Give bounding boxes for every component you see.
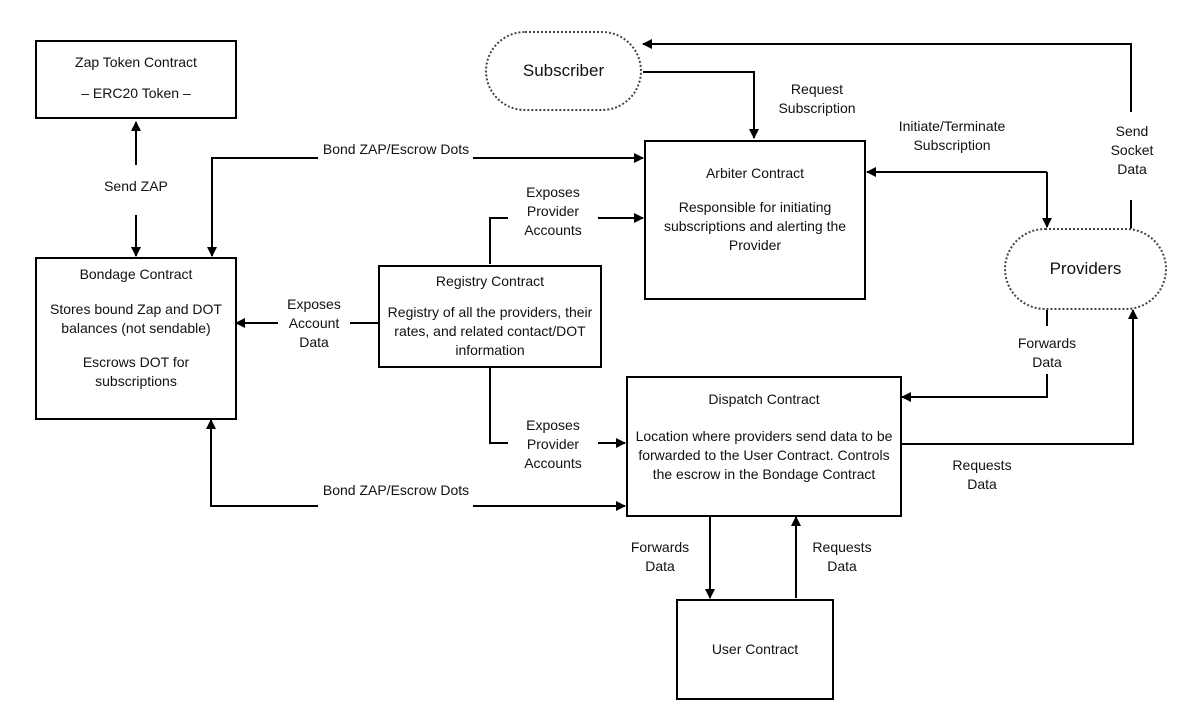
subscriber-label: Subscriber [522, 61, 605, 80]
label-send-socket: Send Socket Data [1104, 122, 1160, 179]
label-request-subscription: Request Subscription [772, 80, 862, 118]
arbiter-contract: Arbiter Contract Responsible for initiat… [644, 140, 866, 300]
arrow-bond-top-to-bondage [207, 157, 318, 257]
label-bond-bottom: Bond ZAP/Escrow Dots [320, 481, 472, 500]
arrow-requests-dispatch [902, 309, 1138, 445]
subscriber-node: Subscriber [485, 31, 642, 111]
dispatch-body: Location where providers send data to be… [635, 428, 893, 482]
arbiter-body: Responsible for initiating subscriptions… [663, 199, 847, 253]
bondage-title: Bondage Contract [79, 266, 193, 282]
arbiter-title: Arbiter Contract [705, 165, 805, 181]
arrow-send-socket [642, 39, 1132, 112]
user-contract: User Contract [676, 599, 834, 700]
zap-token-title: Zap Token Contract [75, 54, 197, 70]
label-forwards-user: Forwards Data [628, 538, 692, 576]
dispatch-title: Dispatch Contract [708, 391, 820, 407]
bondage-body-2: Escrows DOT for subscriptions [82, 354, 190, 389]
label-exposes-provider-bottom: Exposes Provider Accounts [510, 416, 596, 473]
providers-node: Providers [1004, 228, 1167, 310]
label-exposes-provider-top: Exposes Provider Accounts [510, 183, 596, 240]
label-exposes-account: Exposes Account Data [280, 295, 348, 352]
zap-token-body: – ERC20 Token – [81, 85, 191, 101]
label-bond-top: Bond ZAP/Escrow Dots [320, 140, 472, 159]
label-initiate-terminate: Initiate/Terminate Subscription [893, 117, 1011, 155]
arrow-bond-bottom-to-bondage [206, 419, 318, 507]
user-title: User Contract [711, 641, 799, 657]
label-send-zap: Send ZAP [92, 177, 180, 196]
registry-body: Registry of all the providers, their rat… [387, 304, 593, 358]
arrow-request-subscription [643, 71, 759, 139]
zap-token-contract: Zap Token Contract – ERC20 Token – [35, 40, 237, 119]
bondage-body: Stores bound Zap and DOT balances (not s… [50, 301, 222, 336]
registry-title: Registry Contract [435, 273, 545, 289]
label-forwards-providers: Forwards Data [1007, 334, 1087, 372]
providers-label: Providers [1049, 259, 1122, 278]
registry-contract: Registry Contract Registry of all the pr… [378, 265, 602, 368]
arrow-exposes-provider-top [489, 217, 508, 264]
label-requests-user: Requests Data [804, 538, 880, 576]
label-requests-dispatch: Requests Data [942, 456, 1022, 494]
arrow-forwards-providers-lower [901, 374, 1048, 402]
dispatch-contract: Dispatch Contract Location where provide… [626, 376, 902, 517]
bondage-contract: Bondage Contract Stores bound Zap and DO… [35, 257, 237, 420]
arrow-exposes-provider-bottom [489, 368, 508, 444]
